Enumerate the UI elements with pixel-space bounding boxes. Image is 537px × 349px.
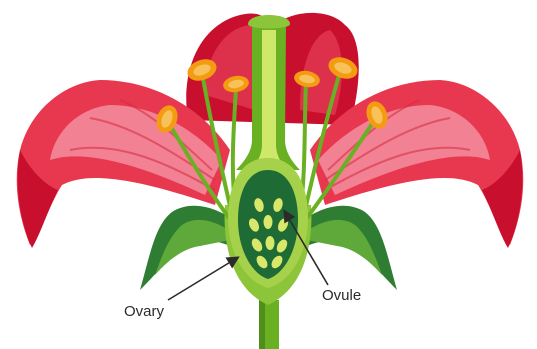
ovary-pointer xyxy=(168,258,237,300)
ovary-label: Ovary xyxy=(124,303,165,320)
stem-shade xyxy=(259,300,265,349)
ovule-label: Ovule xyxy=(322,287,361,304)
